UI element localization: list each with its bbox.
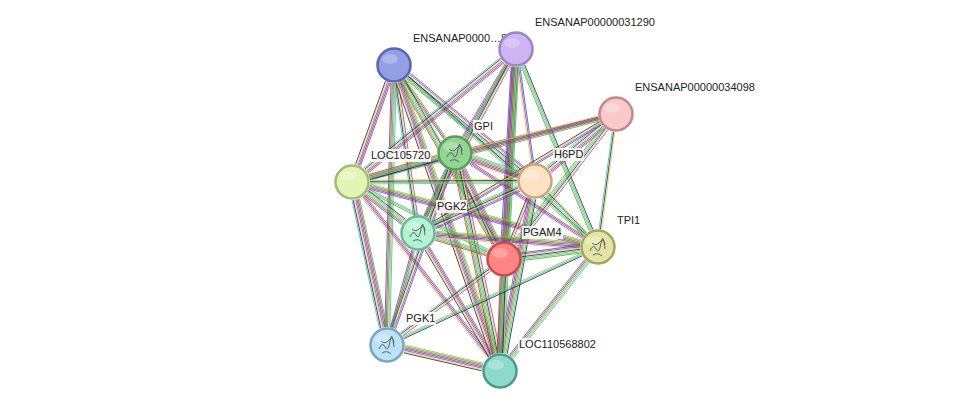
node-label: ENSANAP0000…8	[412, 32, 508, 45]
node-label: PGK2	[436, 200, 467, 213]
interaction-edge	[370, 179, 517, 184]
node-circle	[400, 215, 436, 251]
node-label: ENSANAP00000031290	[534, 16, 656, 29]
interaction-edge	[521, 245, 580, 260]
protein-node: ENSANAP00000031290	[498, 31, 534, 67]
protein-node: TPI1	[580, 229, 616, 265]
node-label: ENSANAP00000034098	[634, 81, 756, 94]
protein-node: H6PD	[517, 163, 553, 199]
node-label: TPI1	[616, 214, 641, 227]
protein-node: ENSANAP0000…8	[376, 47, 412, 83]
node-label: LOC110568802	[518, 338, 597, 351]
node-circle	[482, 353, 518, 389]
protein-node: GPI	[437, 135, 473, 171]
interaction-edge	[512, 126, 607, 246]
node-circle	[437, 135, 473, 171]
protein-node: ENSANAP00000034098	[598, 96, 634, 132]
interaction-edge	[599, 132, 615, 230]
node-circle	[498, 31, 534, 67]
node-circle	[486, 241, 522, 277]
node-label: PGAM4	[522, 226, 563, 239]
node-label: PGK1	[405, 312, 436, 325]
node-circle	[517, 163, 553, 199]
node-circle	[376, 47, 412, 83]
protein-node: PGAM4	[486, 241, 522, 277]
node-label: GPI	[473, 120, 494, 133]
node-circle	[334, 164, 370, 200]
node-circle	[598, 96, 634, 132]
node-circle	[580, 229, 616, 265]
node-circle	[369, 327, 405, 363]
interaction-edge	[433, 185, 520, 228]
protein-node: LOC105720	[334, 164, 370, 200]
protein-node: LOC110568802	[482, 353, 518, 389]
protein-node: PGK2	[400, 215, 436, 251]
protein-node: PGK1	[369, 327, 405, 363]
interaction-edge	[368, 189, 489, 252]
interaction-edge	[404, 345, 484, 371]
node-label: H6PD	[553, 148, 584, 161]
node-label: LOC105720	[370, 149, 431, 162]
